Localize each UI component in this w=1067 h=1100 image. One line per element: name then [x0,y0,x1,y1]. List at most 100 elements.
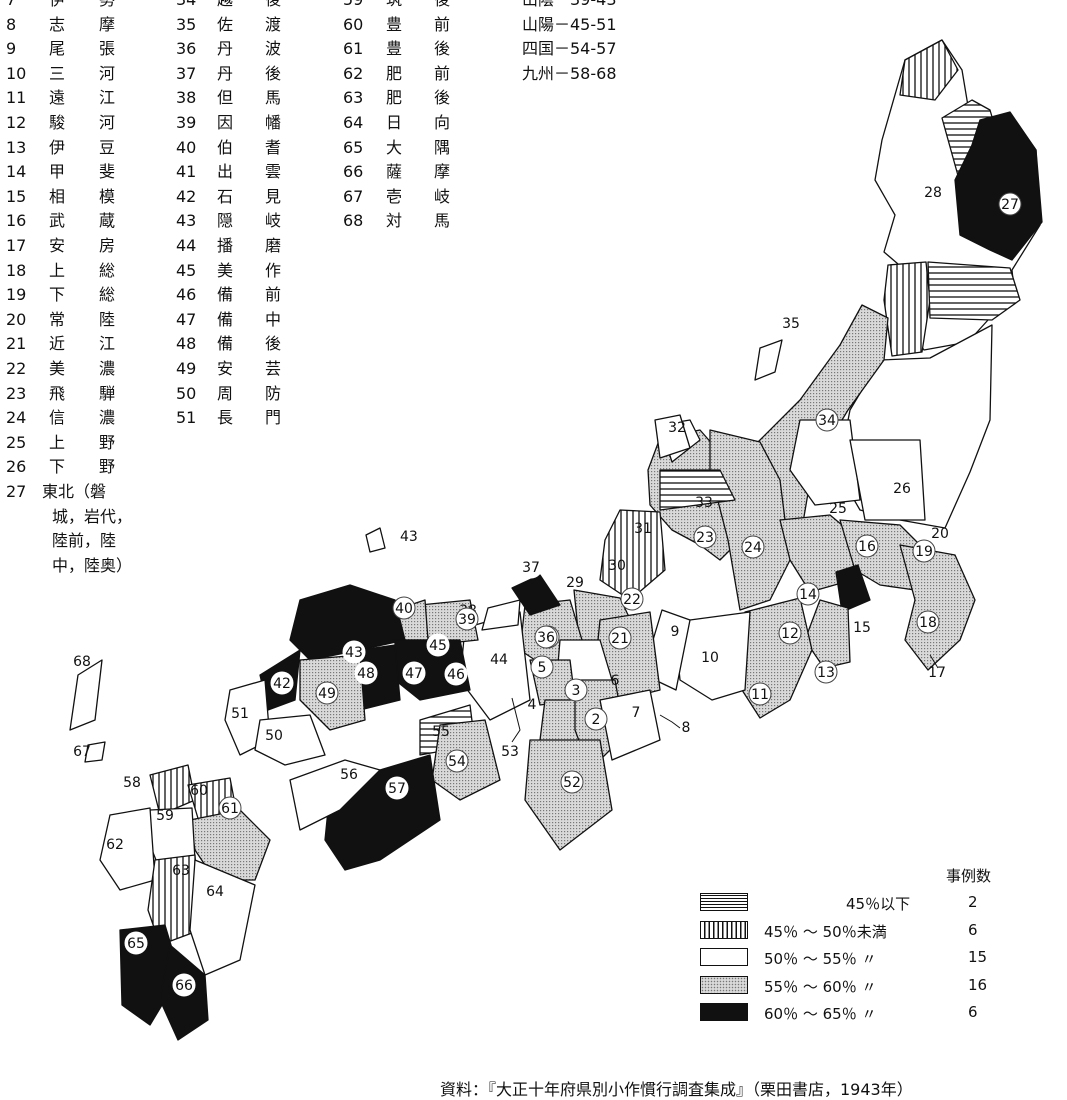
legend-count: 15 [968,948,988,966]
province-number: 63 [343,88,364,108]
province-label: 31 [634,521,652,537]
province-name-2: 濃 [98,408,115,428]
province-number: 26 [6,457,27,477]
province-region [883,261,931,357]
province-number: 27 [6,481,27,501]
province-label: 58 [123,775,141,791]
province-label: 50 [265,728,283,744]
province-name-2: 波 [264,39,281,59]
province-label: 52 [563,775,581,791]
province-label-circle [560,770,584,794]
province-name-2: 隅 [433,137,450,157]
province-number: 35 [176,14,197,34]
province-name-2: 門 [264,408,281,428]
province-region [84,741,106,763]
province-name-2: 江 [98,88,115,108]
province-number: 16 [6,211,27,231]
province-region [365,527,386,553]
province-region [835,564,871,613]
province-name-1: 豊 [385,39,402,59]
province-name-2: 岐 [264,211,281,231]
province-label: 22 [623,592,641,608]
province-label-circle [534,625,558,649]
province-name-1: 因 [216,112,233,132]
province-number: 45 [176,260,197,280]
province-number: 43 [176,211,197,231]
province-name-1: 下 [48,285,65,305]
province-label: 53 [501,744,519,760]
province-name-1: 志 [48,14,65,34]
province-label: 68 [73,654,91,670]
province-label: 2 [592,712,601,728]
province-name-1: 播 [216,235,233,255]
legend-count: 6 [968,1003,978,1021]
region-range: 山陰－39-43 [522,0,617,13]
province-number: 24 [6,408,27,428]
province-name-1: 上 [48,260,65,280]
province-label: 62 [106,837,124,853]
province-name-1: 丹 [216,39,233,59]
province-label-circle [850,615,874,639]
legend-swatch [700,948,748,966]
province-name-2: 江 [98,334,115,354]
province-label: 12 [781,626,799,642]
province-label-circle [444,662,468,686]
province-name-2: 見 [264,186,281,206]
province-name-1: 相 [48,186,65,206]
province-number: 48 [176,334,197,354]
province-list-col1: 7伊勢8志摩9尾張10三河11遠江12駿河13伊豆14甲斐15相模16武蔵17安… [6,0,142,504]
province-label: 21 [611,631,629,647]
province-name-2: 摩 [98,14,115,34]
province-name-2: 蔵 [98,211,115,231]
province-label: 6 [611,673,620,689]
province-label-circle [519,555,543,579]
province-label-circle [778,621,802,645]
province-name-1: 備 [216,285,233,305]
province-label: 36 [537,630,555,646]
province-label-circle [608,626,632,650]
province-label-circle [124,931,148,955]
province-region [804,599,851,669]
province-name-2: 後 [433,88,450,108]
region-ranges: 山陰－39-43 山陽－45-51 四国－54-57 九州－58-68 [522,0,617,86]
province-name-1: 越 [210,0,240,13]
province-number: 67 [343,186,364,206]
province-name-2: 後 [240,0,306,13]
province-label: 47 [405,666,423,682]
province-number: 49 [176,358,197,378]
province-label-circle [385,776,409,800]
province-name-2: 河 [98,112,115,132]
legend-range: 55％ ～ 60％ 〃 [764,977,877,996]
province-label-circle [392,596,416,620]
province-name-1: 大 [385,137,402,157]
province-name-2: 中 [264,309,281,329]
province-region [659,469,736,511]
province-name-1: 常 [48,309,65,329]
province-label: 39 [458,612,476,628]
province-name-1: 信 [48,408,65,428]
province-27-note-line: 中，陸奥） [52,555,133,575]
province-region [254,714,326,766]
province-name-1: 伯 [216,137,233,157]
province-label-circle [315,681,339,705]
province-label-circle [815,408,839,432]
province-name-2: 河 [98,63,115,83]
legend-title: 事例数 [946,867,992,885]
province-label: 35 [782,316,800,332]
province-name-2: 前 [433,63,450,83]
province-name-2: 前 [433,14,450,34]
province-name-2: 騨 [98,383,115,403]
province-number: 66 [343,162,364,182]
province-label-circle [218,796,242,820]
province-label: 57 [388,781,406,797]
province-number: 19 [6,285,27,305]
